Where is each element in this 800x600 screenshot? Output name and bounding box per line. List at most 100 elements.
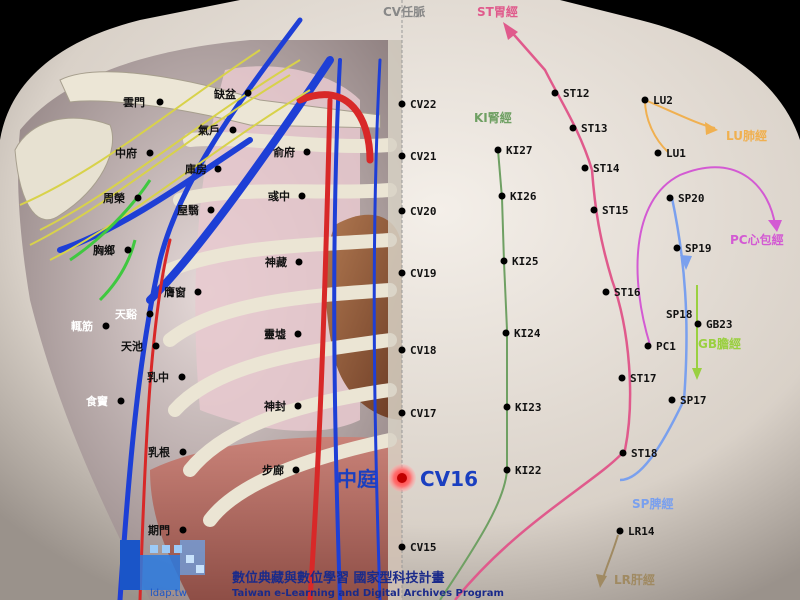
label-sp-meridian: SP脾經	[632, 496, 673, 511]
point-st14[interactable]	[581, 164, 589, 172]
label-ki26: KI26	[510, 190, 537, 203]
label-cv20: CV20	[410, 205, 437, 218]
point-ki22[interactable]	[503, 466, 511, 474]
point-ruzhong[interactable]	[178, 373, 186, 381]
label-cv-meridian: CV任脈	[383, 4, 425, 19]
point-rugen[interactable]	[179, 448, 187, 456]
label-shifu: 食竇	[86, 394, 108, 408]
point-shufu[interactable]	[303, 148, 311, 156]
gb-arrowhead	[692, 368, 702, 380]
point-lu2[interactable]	[641, 96, 649, 104]
label-st14: ST14	[593, 162, 620, 175]
label-yunmen: 雲門	[123, 96, 145, 109]
point-shenfeng[interactable]	[294, 402, 302, 410]
cv-points: CV22 CV21 CV20 CV19 CV18 CV17 CV15	[398, 98, 437, 554]
label-shenfeng: 神封	[264, 399, 286, 413]
point-zhejin[interactable]	[102, 322, 110, 330]
label-lr14: LR14	[628, 525, 655, 538]
label-yingchuang: 膺窗	[164, 285, 186, 299]
label-yuzhong: 彧中	[268, 189, 290, 203]
point-cv17[interactable]	[398, 409, 406, 417]
point-ki25[interactable]	[500, 257, 508, 265]
point-cv20[interactable]	[398, 207, 406, 215]
point-sp17[interactable]	[668, 396, 676, 404]
lu-points: LU2 LU1	[641, 94, 686, 160]
st-points: ST12 ST13 ST14 ST15 ST16 ST17 ST18	[551, 87, 658, 460]
point-zhongfu[interactable]	[146, 149, 154, 157]
point-lr14[interactable]	[616, 527, 624, 535]
point-gb23[interactable]	[694, 320, 702, 328]
point-lu1[interactable]	[654, 149, 662, 157]
label-sp18: SP18	[666, 308, 693, 321]
point-ki26[interactable]	[498, 192, 506, 200]
sternum	[388, 40, 402, 600]
point-yuzhong[interactable]	[298, 192, 306, 200]
lr-arrowhead	[596, 574, 607, 588]
label-ki22: KI22	[515, 464, 542, 477]
label-gb23: GB23	[706, 318, 733, 331]
label-st-meridian: ST胃經	[477, 4, 518, 19]
label-bulang: 步廊	[262, 463, 284, 477]
footer-line1: 數位典藏與數位學習 國家型科技計畫	[232, 570, 445, 586]
label-tianchi: 天池	[121, 339, 143, 353]
blood-vessels	[57, 17, 382, 600]
point-qihu[interactable]	[229, 126, 237, 134]
point-cv18[interactable]	[398, 346, 406, 354]
point-cv19[interactable]	[398, 269, 406, 277]
label-lu1: LU1	[666, 147, 686, 160]
point-ki23[interactable]	[503, 403, 511, 411]
point-kufang[interactable]	[214, 165, 222, 173]
point-lingxu[interactable]	[294, 330, 302, 338]
point-sp19[interactable]	[673, 244, 681, 252]
point-st15[interactable]	[590, 206, 598, 214]
point-qimen[interactable]	[179, 526, 187, 534]
point-quepen[interactable]	[244, 89, 252, 97]
left-acupoints: 雲門 缺盆 氣戶 中府 庫房 俞府 彧中 周榮 屋翳 胸鄉 神藏 膺窗 天谿 輒…	[71, 87, 311, 537]
label-ki27: KI27	[506, 144, 533, 157]
point-tianchi[interactable]	[152, 342, 160, 350]
point-xiongxiang[interactable]	[124, 246, 132, 254]
point-st18[interactable]	[619, 449, 627, 457]
label-st16: ST16	[614, 286, 641, 299]
label-st12: ST12	[563, 87, 590, 100]
st-arrowhead	[503, 22, 518, 40]
heart	[325, 214, 402, 420]
point-ki24[interactable]	[502, 329, 510, 337]
pc-arrowhead	[768, 220, 782, 232]
point-yingchuang[interactable]	[194, 288, 202, 296]
ki-points: KI27 KI26 KI25 KI24 KI23 KI22	[494, 144, 542, 477]
green-nerves	[69, 179, 152, 302]
label-cv22: CV22	[410, 98, 437, 111]
label-st17: ST17	[630, 372, 657, 385]
label-cv21: CV21	[410, 150, 437, 163]
label-gb-meridian: GB膽經	[698, 336, 741, 351]
point-cv15[interactable]	[398, 543, 406, 551]
label-shencang: 神藏	[265, 255, 287, 269]
point-wuyi[interactable]	[207, 206, 215, 214]
footer-site: ldap.tw	[150, 588, 187, 599]
footer-line2: Taiwan e-Learning and Digital Archives P…	[232, 588, 504, 599]
label-lu-meridian: LU肺經	[726, 128, 767, 143]
label-cv15: CV15	[410, 541, 437, 554]
point-st17[interactable]	[618, 374, 626, 382]
point-st16[interactable]	[602, 288, 610, 296]
point-cv21[interactable]	[398, 152, 406, 160]
label-st13: ST13	[581, 122, 608, 135]
point-cv22[interactable]	[398, 100, 406, 108]
point-shencang[interactable]	[295, 258, 303, 266]
point-tianxi[interactable]	[146, 310, 154, 318]
point-st13[interactable]	[569, 124, 577, 132]
label-ki23: KI23	[515, 401, 542, 414]
point-zhourong[interactable]	[134, 194, 142, 202]
point-pc1[interactable]	[644, 342, 652, 350]
point-st12[interactable]	[551, 89, 559, 97]
point-yunmen[interactable]	[156, 98, 164, 106]
point-shifu[interactable]	[117, 397, 125, 405]
point-sp20[interactable]	[666, 194, 674, 202]
point-ki27[interactable]	[494, 146, 502, 154]
label-cv18: CV18	[410, 344, 437, 357]
pc-meridian-line	[636, 166, 776, 346]
point-bulang[interactable]	[292, 466, 300, 474]
